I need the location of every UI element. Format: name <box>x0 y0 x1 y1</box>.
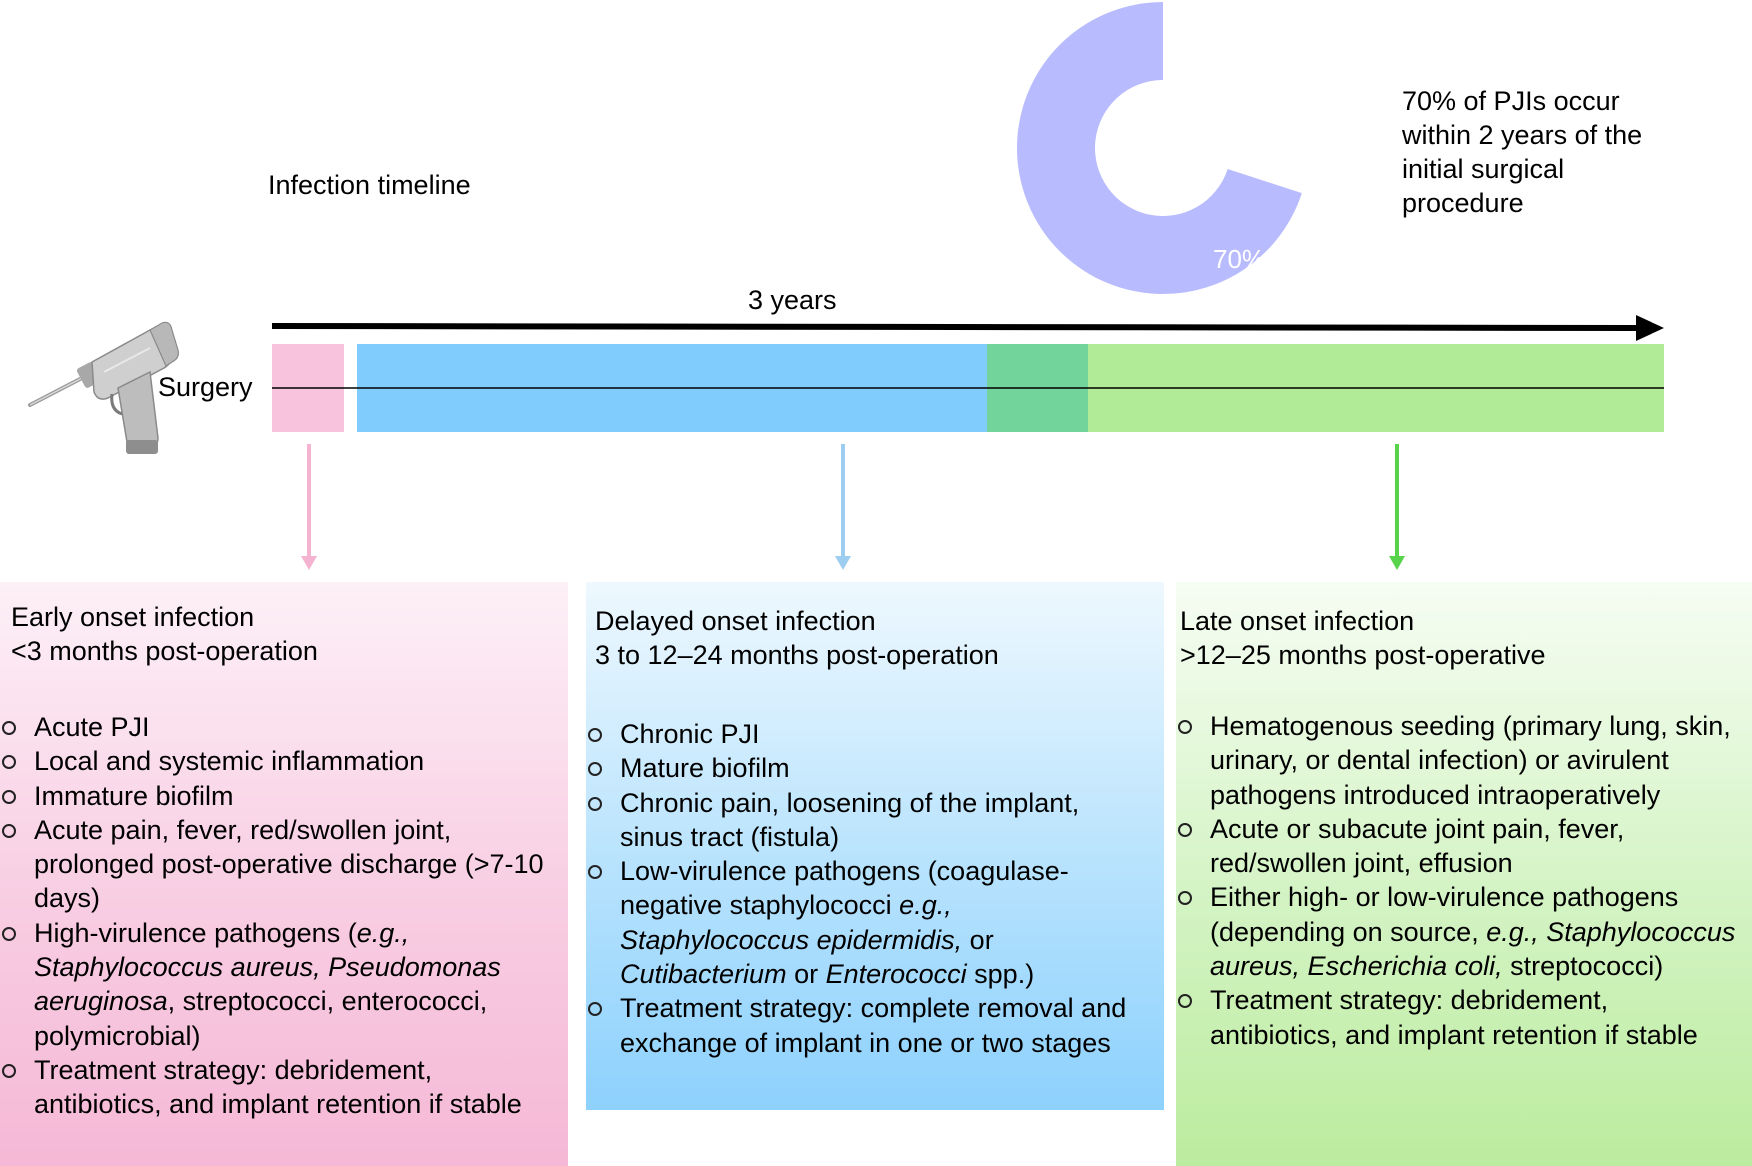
delayed-onset-list: Chronic PJI Mature biofilm Chronic pain,… <box>586 717 1146 1060</box>
late-onset-list: Hematogenous seeding (primary lung, skin… <box>1176 709 1742 1052</box>
surgery-label: Surgery <box>158 372 253 402</box>
early-title-line1: Early onset infection <box>11 602 255 632</box>
late-title-line1: Late onset infection <box>1180 606 1415 636</box>
list-item: Acute pain, fever, red/swollen joint, pr… <box>0 813 560 916</box>
surgical-drill-icon <box>28 321 179 454</box>
list-item: Immature biofilm <box>0 779 560 813</box>
donut-chart <box>1017 2 1302 294</box>
list-item: Low-virulence pathogens (coagulase-negat… <box>586 854 1146 991</box>
late-title-line2: >12–25 months post-operative <box>1180 640 1546 670</box>
list-item: Acute PJI <box>0 710 560 744</box>
delayed-onset-panel <box>586 582 1164 1110</box>
late-onset-panel <box>1176 582 1752 1166</box>
list-item: Treatment strategy: debridement, antibio… <box>0 1053 560 1122</box>
delayed-title-line2: 3 to 12–24 months post-operation <box>595 640 999 670</box>
delayed-title-line1: Delayed onset infection <box>595 606 876 636</box>
list-item: Acute or subacute joint pain, fever, red… <box>1176 812 1742 881</box>
late-onset-title: Late onset infection >12–25 months post-… <box>1180 604 1546 672</box>
delayed-connector-arrow <box>835 444 851 570</box>
early-onset-title: Early onset infection <3 months post-ope… <box>11 600 318 668</box>
donut-percent-label: 70% <box>1213 244 1266 274</box>
list-item: High-virulence pathogens (e.g., Staphylo… <box>0 916 560 1053</box>
list-item: Chronic PJI <box>586 717 1146 751</box>
list-item: Chronic pain, loosening of the implant, … <box>586 786 1146 855</box>
donut-note: 70% of PJIs occur within 2 years of the … <box>1402 86 1643 218</box>
donut-arc-70-percent <box>1017 2 1302 294</box>
timeline-arrow <box>271 315 1664 341</box>
list-item: Local and systemic inflammation <box>0 744 560 778</box>
years-label: 3 years <box>748 285 837 315</box>
list-item: Mature biofilm <box>586 751 1146 785</box>
early-onset-list: Acute PJI Local and systemic inflammatio… <box>0 710 560 1122</box>
early-onset-panel <box>0 582 568 1166</box>
list-item: Hematogenous seeding (primary lung, skin… <box>1176 709 1742 812</box>
list-item: Treatment strategy: complete removal and… <box>586 991 1146 1060</box>
early-title-line2: <3 months post-operation <box>11 636 318 666</box>
late-connector-arrow <box>1389 444 1405 570</box>
list-item: Treatment strategy: debridement, antibio… <box>1176 983 1742 1052</box>
list-item: Either high- or low-virulence pathogens … <box>1176 880 1742 983</box>
delayed-onset-title: Delayed onset infection 3 to 12–24 month… <box>595 604 999 672</box>
timeline-title: Infection timeline <box>268 170 471 200</box>
early-connector-arrow <box>301 444 317 570</box>
